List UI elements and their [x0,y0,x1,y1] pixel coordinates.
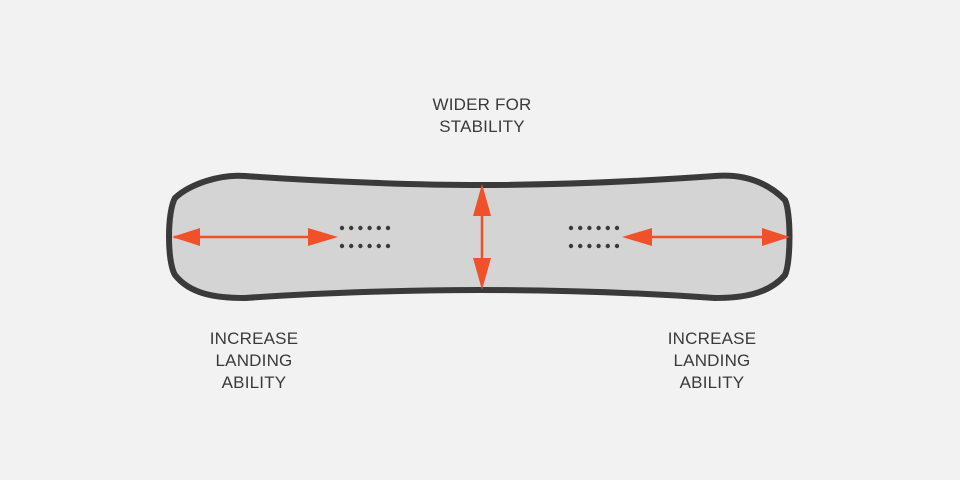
insert-hole [339,225,345,231]
insert-hole [605,225,610,231]
right-binding-inserts [568,225,620,249]
right-double-arrow-icon [622,228,790,246]
insert-hole [367,243,372,249]
insert-hole [596,225,601,231]
insert-hole [614,243,620,249]
label-line: LANDING [673,351,751,370]
insert-hole [596,243,601,249]
insert-hole [339,243,345,249]
right-landing-label: INCREASE LANDING ABILITY [628,328,796,394]
label-line: ABILITY [221,373,287,392]
insert-hole [358,225,363,231]
insert-hole [578,225,583,231]
insert-hole [587,243,592,249]
insert-hole [578,243,583,249]
insert-hole [568,225,574,231]
left-landing-label: INCREASE LANDING ABILITY [170,328,338,394]
label-line: LANDING [215,351,293,370]
insert-hole [358,243,363,249]
center-double-arrow-icon [473,184,491,290]
insert-hole [376,243,381,249]
label-line: WIDER FOR [432,95,532,114]
insert-hole [349,243,354,249]
left-double-arrow-icon [172,228,338,246]
wider-for-stability-label: WIDER FOR STABILITY [380,94,584,138]
insert-hole [385,225,391,231]
label-line: INCREASE [209,329,299,348]
insert-hole [568,243,574,249]
insert-hole [605,243,610,249]
insert-hole [367,225,372,231]
insert-hole [349,225,354,231]
left-binding-inserts [339,225,391,249]
label-line: ABILITY [679,373,745,392]
insert-hole [376,225,381,231]
insert-hole [587,225,592,231]
snowboard-shape [166,172,793,301]
insert-hole [614,225,620,231]
label-line: STABILITY [439,117,525,136]
insert-hole [385,243,391,249]
label-line: INCREASE [667,329,757,348]
